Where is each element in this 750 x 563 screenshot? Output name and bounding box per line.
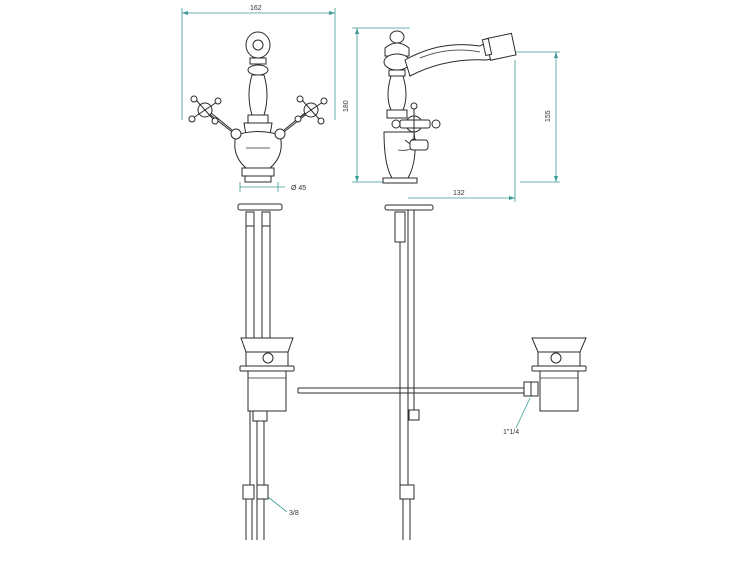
- dimension-height-total-label: 180: [343, 100, 350, 112]
- waste-thread-label: 1"1/4: [503, 429, 519, 436]
- side-cross-handle: [391, 102, 441, 151]
- front-right-cross-handle: [274, 95, 328, 140]
- dimension-projection: 132: [408, 60, 516, 202]
- side-body: [382, 75, 421, 184]
- side-waste-trap: 1"1/4: [503, 337, 587, 436]
- dimension-diameter: Ø 45: [239, 182, 306, 192]
- side-top-knob: [383, 30, 411, 77]
- front-waste-trap: [239, 337, 295, 540]
- front-view: 162: [181, 5, 336, 540]
- front-supply-fittings: 3/8: [242, 484, 299, 540]
- front-top-knob: [245, 31, 271, 76]
- dimension-height-spout: 155: [515, 51, 560, 183]
- dimension-width-top-label: 162: [250, 5, 262, 12]
- supply-thread-label: 3/8: [289, 510, 299, 517]
- side-spout: [404, 32, 517, 77]
- popup-rod: [297, 387, 525, 394]
- side-mounting-assembly: [384, 204, 434, 488]
- side-supply-fittings: [399, 484, 415, 540]
- dimension-height-spout-label: 155: [545, 110, 552, 122]
- side-view: 180 155 132: [297, 27, 560, 540]
- dimension-projection-label: 132: [453, 190, 465, 197]
- dimension-diameter-label: Ø 45: [291, 185, 306, 192]
- front-mounting-assembly: [237, 203, 283, 338]
- dimension-width-top: 162: [181, 5, 336, 120]
- front-left-cross-handle: [188, 95, 242, 140]
- front-body: [234, 74, 282, 183]
